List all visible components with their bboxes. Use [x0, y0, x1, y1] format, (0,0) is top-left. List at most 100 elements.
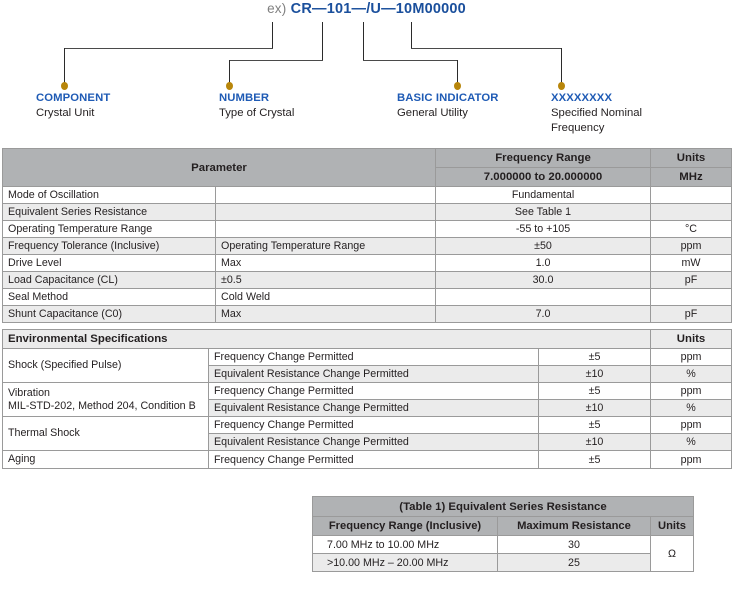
- table-header-row: Parameter Frequency Range Units: [1, 148, 733, 187]
- cell-parameter: Frequency Tolerance (Inclusive): [2, 237, 216, 255]
- table-row: Shock (Specified Pulse)Frequency Change …: [2, 348, 733, 383]
- cell-description: Frequency Change Permitted: [208, 450, 539, 469]
- cell-units: %: [650, 365, 733, 383]
- cell-units: pF: [650, 271, 733, 289]
- table-header-row: Environmental Specifications Units: [1, 329, 733, 349]
- cell-units: Ω: [650, 535, 694, 572]
- cell-parameter: Equivalent Series Resistance: [2, 203, 216, 221]
- segment-title: XXXXXXXX: [551, 92, 613, 104]
- cell-value: ±10: [537, 433, 652, 451]
- esr-table: (Table 1) Equivalent Series Resistance F…: [312, 496, 694, 572]
- segment-label-component: COMPONENT Crystal Unit: [36, 92, 110, 121]
- cell-value: ±5: [537, 450, 652, 469]
- cell-units: [650, 203, 733, 221]
- table-row: Equivalent Resistance Change Permitted±1…: [3, 399, 733, 417]
- leader-drop-4: [561, 48, 562, 85]
- cell-units: ppm: [650, 450, 733, 469]
- cell-parameter: Seal Method: [2, 288, 216, 306]
- cell-units: %: [650, 399, 733, 417]
- cell-units: ppm: [650, 237, 733, 255]
- group-label-line1: Vibration: [8, 386, 50, 399]
- cell-units: ppm: [650, 416, 733, 434]
- esr-table-header-group: (Table 1) Equivalent Series Resistance F…: [312, 496, 694, 536]
- cell-frequency-range: 7.00 MHz to 10.00 MHz: [312, 535, 498, 554]
- leader-dot-4: [558, 82, 565, 90]
- part-number-breakdown: ex) CR—101—/U—10M00000 COMPONENT Crystal…: [0, 0, 733, 145]
- cell-group-label: Thermal Shock: [2, 416, 209, 451]
- leader-run-1: [64, 48, 273, 49]
- cell-units: %: [650, 433, 733, 451]
- cell-group-label: Shock (Specified Pulse): [2, 348, 209, 383]
- segment-subtitle: Crystal Unit: [36, 107, 95, 119]
- leader-tick-4: [411, 22, 412, 48]
- table-row: Equivalent Series Resistance See Table 1: [2, 203, 733, 221]
- cell-units: ppm: [650, 382, 733, 400]
- cell-description: Equivalent Resistance Change Permitted: [208, 433, 539, 451]
- leader-run-3: [363, 60, 457, 61]
- segment-title: BASIC INDICATOR: [397, 92, 499, 104]
- cell-condition: Max: [214, 254, 437, 272]
- header-frequency-range: Frequency Range: [435, 148, 652, 168]
- main-table-header-group: Parameter Frequency Range Units 7.000000…: [1, 148, 733, 187]
- leader-run-2: [229, 60, 323, 61]
- cell-frequency-range: >10.00 MHz – 20.00 MHz: [312, 553, 498, 572]
- leader-dot-1: [61, 82, 68, 90]
- cell-parameter: Mode of Oscillation: [2, 186, 216, 204]
- segment-label-number: NUMBER Type of Crystal: [219, 92, 294, 121]
- header-units: Units: [650, 516, 694, 536]
- table-row: Frequency Tolerance (Inclusive)Operating…: [2, 237, 733, 255]
- table-row: Equivalent Resistance Change Permitted±1…: [3, 433, 733, 451]
- cell-parameter: Load Capacitance (CL): [2, 271, 216, 289]
- cell-value: -55 to +105: [435, 220, 652, 238]
- cell-value: ±5: [537, 416, 652, 434]
- cell-units: mW: [650, 254, 733, 272]
- cell-parameter: Operating Temperature Range: [2, 220, 216, 238]
- cell-value: ±5: [537, 382, 652, 400]
- cell-value: [435, 288, 652, 306]
- cell-value: ±10: [537, 399, 652, 417]
- table-subheader-row: 7.000000 to 20.000000 MHz: [3, 167, 733, 187]
- env-table-body: Shock (Specified Pulse) Frequency Change …: [2, 348, 733, 469]
- leader-tick-3: [363, 22, 364, 60]
- leader-drop-3: [457, 60, 458, 85]
- header-frequency-range-inclusive: Frequency Range (Inclusive): [312, 516, 498, 536]
- env-table-header-group: Environmental Specifications Units: [1, 329, 733, 349]
- example-prefix: ex): [267, 1, 287, 16]
- header-esr-title: (Table 1) Equivalent Series Resistance: [312, 496, 694, 517]
- table-header-row: (Table 1) Equivalent Series Resistance: [312, 496, 694, 517]
- table-row: Equivalent Resistance Change Permitted±1…: [3, 365, 733, 383]
- cell-value: 30.0: [435, 271, 652, 289]
- cell-units: pF: [650, 305, 733, 323]
- cell-value: ±5: [537, 348, 652, 366]
- cell-condition: [214, 220, 437, 238]
- header-frequency-range-value: 7.000000 to 20.000000: [435, 167, 652, 187]
- cell-condition: Operating Temperature Range: [214, 237, 437, 255]
- environmental-specifications-table: Environmental Specifications Units Shock…: [1, 329, 733, 469]
- segment-label-basic-indicator: BASIC INDICATOR General Utility: [397, 92, 499, 121]
- group-label-line1: Aging: [8, 453, 36, 465]
- leader-drop-2: [229, 60, 230, 85]
- main-parameter-table: Parameter Frequency Range Units 7.000000…: [1, 148, 733, 323]
- cell-condition: [214, 186, 437, 204]
- cell-value: ±50: [435, 237, 652, 255]
- segment-title: NUMBER: [219, 92, 270, 104]
- cell-parameter: Drive Level: [2, 254, 216, 272]
- cell-value: ±10: [537, 365, 652, 383]
- header-maximum-resistance: Maximum Resistance: [497, 516, 651, 536]
- cell-units: [650, 186, 733, 204]
- header-units: Units: [650, 148, 733, 168]
- segment-subtitle-line2: Frequency: [551, 121, 605, 134]
- segment-title: COMPONENT: [36, 92, 111, 104]
- cell-value: 1.0: [435, 254, 652, 272]
- cell-value: See Table 1: [435, 203, 652, 221]
